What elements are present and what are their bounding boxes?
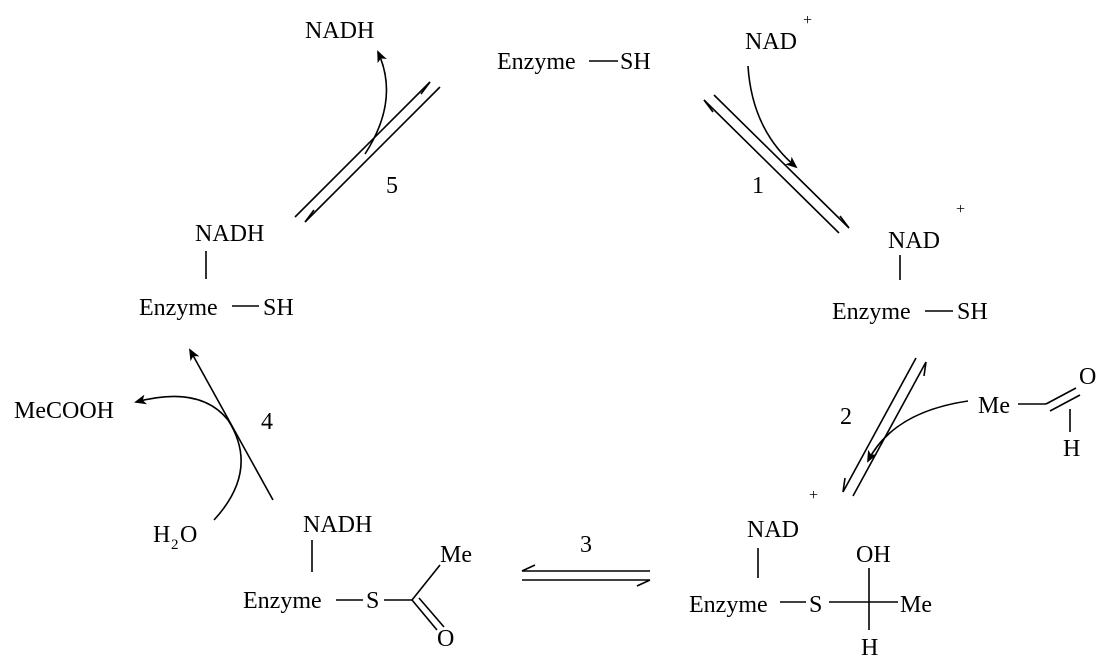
forward-arrow-barb <box>839 215 850 229</box>
sh-label: SH <box>620 49 651 75</box>
plus-charge-label: + <box>809 487 818 504</box>
sh-label: SH <box>263 295 294 321</box>
step-3-label: 3 <box>580 532 592 558</box>
c-o-double-bond-1 <box>411 599 438 631</box>
nadh-label: NADH <box>195 221 264 247</box>
enzyme-label: Enzyme <box>243 588 322 614</box>
species-hemithioacetal-complex: NAD + Enzyme S OH Me H <box>689 487 932 659</box>
species-enzyme-sh-top: Enzyme SH <box>497 49 651 75</box>
me-label: Me <box>440 542 472 568</box>
o-label: O <box>1079 364 1096 390</box>
nadh-label: NADH <box>303 512 372 538</box>
c-o-double-bond-2 <box>1049 394 1081 412</box>
c-o-double-bond-2 <box>418 597 445 628</box>
s-label: S <box>809 592 822 618</box>
forward-arrow-line <box>304 86 441 223</box>
forward-arrow-line <box>713 94 850 229</box>
reverse-arrow-line <box>852 361 927 497</box>
forward-arrow-line <box>842 357 917 493</box>
water-subscript-label: 2 <box>171 537 179 553</box>
step-5-label: 5 <box>386 173 398 199</box>
plus-charge-label: + <box>956 201 965 218</box>
nad-label: NAD <box>745 29 797 55</box>
forward-arrow-barb <box>842 477 846 493</box>
step-1-equilibrium-arrows <box>703 65 850 234</box>
species-enzyme-nad-complex: NAD + Enzyme SH <box>832 201 988 325</box>
nad-binding-curved-arrow <box>747 65 798 169</box>
nad-label: NAD <box>888 228 940 254</box>
oh-label: OH <box>856 542 891 568</box>
step-4-arrows <box>134 348 274 521</box>
step-3-equilibrium-arrows <box>521 564 651 587</box>
step-2-equilibrium-arrows <box>842 357 969 497</box>
step-4-label: 4 <box>261 409 273 435</box>
h-label: H <box>1063 436 1080 462</box>
water-o-label: O <box>180 522 197 548</box>
reverse-arrow-barb <box>420 81 431 95</box>
reverse-arrow-barb <box>703 99 714 113</box>
aldehyde-addition-curved-arrow <box>867 400 969 463</box>
enzyme-label: Enzyme <box>497 49 576 75</box>
species-nad-plus-free: NAD + <box>745 12 812 55</box>
upper-arrow-barb <box>521 564 536 572</box>
c-me-bond <box>411 564 441 601</box>
reverse-arrow-line <box>294 81 431 218</box>
plus-charge-label: + <box>803 12 812 29</box>
step-1-label: 1 <box>752 173 764 199</box>
step-2-label: 2 <box>840 404 852 430</box>
species-nadh-free: NADH <box>305 18 374 44</box>
species-enzyme-nadh-complex: NADH Enzyme SH <box>139 221 294 321</box>
lower-arrow-barb <box>636 579 651 587</box>
water-to-acid-curved-arrow <box>134 394 242 521</box>
species-thioester-complex: NADH Enzyme S Me O <box>243 512 472 652</box>
o-label: O <box>437 626 454 652</box>
sh-label: SH <box>957 299 988 325</box>
enzyme-label: Enzyme <box>689 592 768 618</box>
s-label: S <box>366 588 379 614</box>
species-water: H 2 O <box>153 522 197 553</box>
reverse-arrow-line <box>703 99 840 234</box>
water-h-label: H <box>153 522 170 548</box>
forward-arrow-barb <box>304 209 315 223</box>
enzyme-label: Enzyme <box>139 295 218 321</box>
step-5-equilibrium-arrows <box>294 50 441 223</box>
species-acetaldehyde: Me O H <box>978 364 1096 462</box>
me-label: Me <box>900 592 932 618</box>
reverse-arrow-barb <box>923 361 927 377</box>
nadh-release-curved-arrow <box>364 50 388 155</box>
c-o-double-bond-1 <box>1045 387 1077 405</box>
species-acetic-acid: MeCOOH <box>14 398 114 424</box>
nad-label: NAD <box>747 517 799 543</box>
h-label: H <box>861 635 878 659</box>
enzyme-label: Enzyme <box>832 299 911 325</box>
me-label: Me <box>978 393 1010 419</box>
